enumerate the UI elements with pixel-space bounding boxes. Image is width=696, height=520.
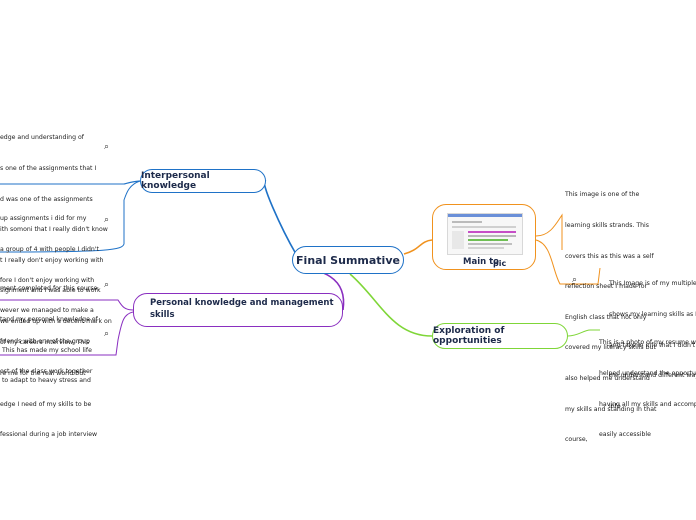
edge-main-note2 (535, 239, 601, 285)
edge-personal-note2 (0, 311, 134, 356)
personal-knowledge-node[interactable]: Personal knowledge and management skills (133, 293, 343, 327)
exploration-opportunities-label: Exploration of opportunities (433, 326, 505, 346)
personal-knowledge-label-line1: Personal knowledge and management (150, 298, 334, 308)
central-topic-label: Final Summative (296, 253, 400, 267)
interpersonal-note-1: edge and understanding of s one of the a… (0, 134, 112, 326)
central-topic-node[interactable]: Final Summative (292, 246, 404, 274)
main-topic-note-1: This image is one of the learning skills… (565, 191, 657, 444)
edge-central-exploration (349, 273, 433, 337)
edge-personal-note1 (0, 299, 134, 311)
interpersonal-knowledge-node[interactable]: Interpersonal knowledge (140, 169, 266, 193)
edge-exploration-note1 (567, 329, 600, 337)
exploration-note-1: This is a photo of my resume which helpe… (599, 339, 696, 439)
interpersonal-note-2: up assignments i did for my a group of 4… (0, 215, 99, 376)
paperclip-icon[interactable]: ⌕ (104, 329, 110, 339)
edge-central-main (403, 239, 433, 255)
edge-main-note1 (535, 213, 563, 250)
main-topic-note-2: This Image is of my multiple int shows m… (609, 280, 696, 410)
learning-skills-thumbnail-image (447, 213, 523, 255)
personal-knowledge-label-line2: skills (150, 310, 175, 320)
edge-interpersonal-note1 (123, 180, 141, 185)
main-topic-label-a: Main to (463, 257, 500, 267)
paperclip-icon[interactable]: ⌕ (104, 142, 110, 152)
edge-interpersonal-note2 (0, 180, 141, 253)
personal-note-1: ment completed for this course. tand my … (0, 285, 100, 385)
exploration-opportunities-node[interactable]: Exploration of opportunities (432, 323, 568, 349)
paperclip-icon[interactable]: ⌕ (104, 215, 110, 225)
interpersonal-knowledge-label: Interpersonal knowledge (141, 171, 210, 191)
main-topic-node[interactable]: Main to pic (432, 204, 536, 270)
paperclip-icon[interactable]: ⌕ (572, 275, 578, 285)
edge-central-interpersonal (263, 180, 297, 255)
paperclip-icon[interactable]: ⌕ (104, 280, 110, 290)
personal-note-2: of my careers interview. This re me for … (0, 339, 98, 439)
main-topic-label-b: pic (493, 259, 507, 268)
